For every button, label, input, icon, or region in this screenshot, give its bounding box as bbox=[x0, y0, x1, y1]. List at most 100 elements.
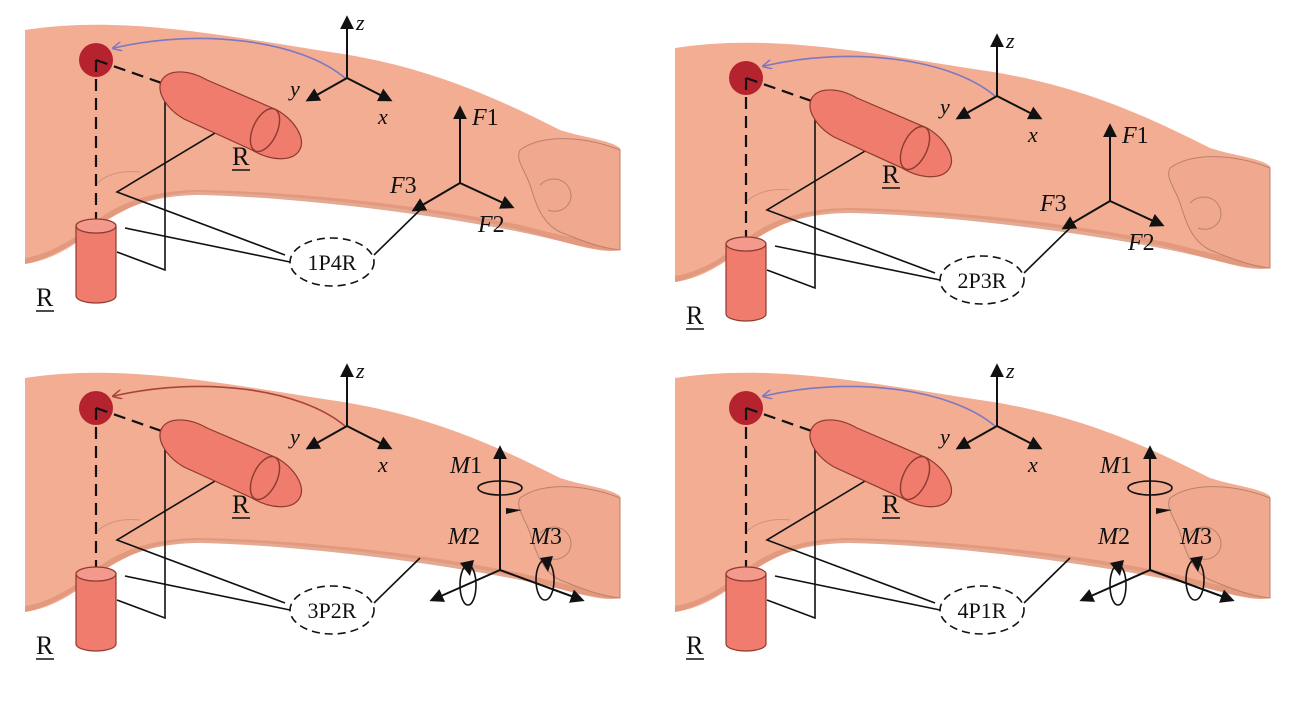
hand bbox=[518, 138, 621, 251]
motion-path-arrow bbox=[764, 385, 996, 427]
y-axis-arrow bbox=[305, 425, 348, 450]
load-axis-2-arrow bbox=[1109, 200, 1165, 227]
y-axis-label: y bbox=[938, 94, 950, 119]
thumb-outline bbox=[539, 526, 572, 560]
moment-3-head bbox=[540, 556, 553, 572]
motion-path-arrow bbox=[764, 55, 996, 97]
load-label-1: F1 bbox=[471, 105, 499, 131]
load-axis-3-arrow bbox=[429, 569, 501, 602]
base-revolute-cylinder bbox=[725, 566, 767, 652]
linkage-upper bbox=[766, 100, 816, 290]
revolute-joint-cylinder bbox=[809, 419, 952, 508]
config-label: 4P1R bbox=[958, 598, 1007, 623]
config-leader-to-load bbox=[373, 557, 421, 604]
x-axis-label: x bbox=[377, 104, 388, 129]
revolute-joint-cylinder bbox=[159, 71, 302, 160]
joint-label-r: R bbox=[882, 160, 900, 189]
z-axis-label: z bbox=[1005, 28, 1015, 53]
x-axis-arrow bbox=[996, 95, 1043, 120]
linkage-upper bbox=[116, 430, 166, 620]
load-label-2: F2 bbox=[1127, 230, 1155, 256]
config-label: 2P3R bbox=[958, 268, 1007, 293]
load-axis-2-arrow bbox=[499, 569, 585, 603]
z-axis-label: z bbox=[355, 358, 365, 383]
motion-path-arrow bbox=[114, 385, 346, 427]
load-axis-3-arrow bbox=[1061, 200, 1111, 230]
thumb-outline bbox=[1189, 526, 1222, 560]
x-axis-arrow bbox=[346, 77, 393, 102]
hand bbox=[1168, 156, 1271, 269]
load-axis-2-arrow bbox=[1149, 569, 1235, 603]
thumb-outline bbox=[539, 178, 572, 212]
load-label-2: F2 bbox=[477, 212, 505, 238]
joint-label-r: R bbox=[232, 142, 250, 171]
elbow-crease bbox=[744, 519, 791, 534]
y-axis-arrow bbox=[305, 77, 348, 102]
moment-2-head bbox=[460, 560, 474, 576]
y-axis-label: y bbox=[288, 76, 300, 101]
joint-label-r: R bbox=[232, 490, 250, 519]
elbow-crease bbox=[94, 519, 141, 534]
load-axis-2-arrow bbox=[459, 182, 515, 209]
elbow-crease bbox=[94, 171, 141, 186]
load-axis-3-arrow bbox=[1079, 569, 1151, 602]
x-axis-label: x bbox=[1027, 122, 1038, 147]
base-revolute-cylinder bbox=[75, 218, 117, 304]
config-label: 3P2R bbox=[308, 598, 357, 623]
load-label-2: M2 bbox=[447, 524, 480, 550]
revolute-joint-cylinder bbox=[809, 89, 952, 178]
moment-1-ring bbox=[1127, 480, 1173, 496]
arm-shadow bbox=[25, 190, 620, 264]
config-leader-line bbox=[124, 575, 291, 611]
motion-path-arrow bbox=[114, 37, 346, 79]
base-label-r: R bbox=[36, 631, 54, 660]
load-label-3: F3 bbox=[389, 173, 417, 199]
moment-1-ring bbox=[477, 480, 523, 496]
thumb-outline bbox=[1189, 196, 1222, 230]
base-revolute-cylinder bbox=[725, 236, 767, 322]
config-leader-line bbox=[774, 575, 941, 611]
y-axis-label: y bbox=[288, 424, 300, 449]
hand bbox=[518, 486, 621, 599]
x-axis-arrow bbox=[346, 425, 393, 450]
x-axis-arrow bbox=[996, 425, 1043, 450]
load-label-3: M3 bbox=[529, 524, 562, 550]
load-label-3: F3 bbox=[1039, 191, 1067, 217]
config-leader-line bbox=[774, 245, 941, 281]
arm-shadow bbox=[675, 538, 1270, 612]
elbow-crease bbox=[744, 189, 791, 204]
linkage-lower bbox=[765, 135, 936, 274]
moment-3-head bbox=[1190, 556, 1203, 572]
load-label-3: M3 bbox=[1179, 524, 1212, 550]
x-axis-label: x bbox=[1027, 452, 1038, 477]
x-axis-label: x bbox=[377, 452, 388, 477]
load-axis-3-arrow bbox=[411, 182, 461, 212]
linkage-upper bbox=[766, 430, 816, 620]
config-leader-to-load bbox=[373, 209, 421, 256]
load-label-1: F1 bbox=[1121, 123, 1149, 149]
moment-2-head bbox=[1110, 560, 1124, 576]
base-label-r: R bbox=[686, 631, 704, 660]
hand bbox=[1168, 486, 1271, 599]
y-axis-label: y bbox=[938, 424, 950, 449]
arm-shadow bbox=[25, 538, 620, 612]
base-label-r: R bbox=[686, 301, 704, 330]
arm-shadow bbox=[675, 208, 1270, 282]
load-label-2: M2 bbox=[1097, 524, 1130, 550]
z-axis-label: z bbox=[355, 10, 365, 35]
y-axis-arrow bbox=[955, 425, 998, 450]
moment-1-head bbox=[506, 508, 522, 514]
joint-label-r: R bbox=[882, 490, 900, 519]
moment-1-head bbox=[1156, 508, 1172, 514]
y-axis-arrow bbox=[955, 95, 998, 120]
base-revolute-cylinder bbox=[75, 566, 117, 652]
config-leader-to-load bbox=[1023, 227, 1071, 274]
config-leader-to-load bbox=[1023, 557, 1071, 604]
load-label-1: M1 bbox=[1099, 453, 1132, 479]
base-label-r: R bbox=[36, 283, 54, 312]
